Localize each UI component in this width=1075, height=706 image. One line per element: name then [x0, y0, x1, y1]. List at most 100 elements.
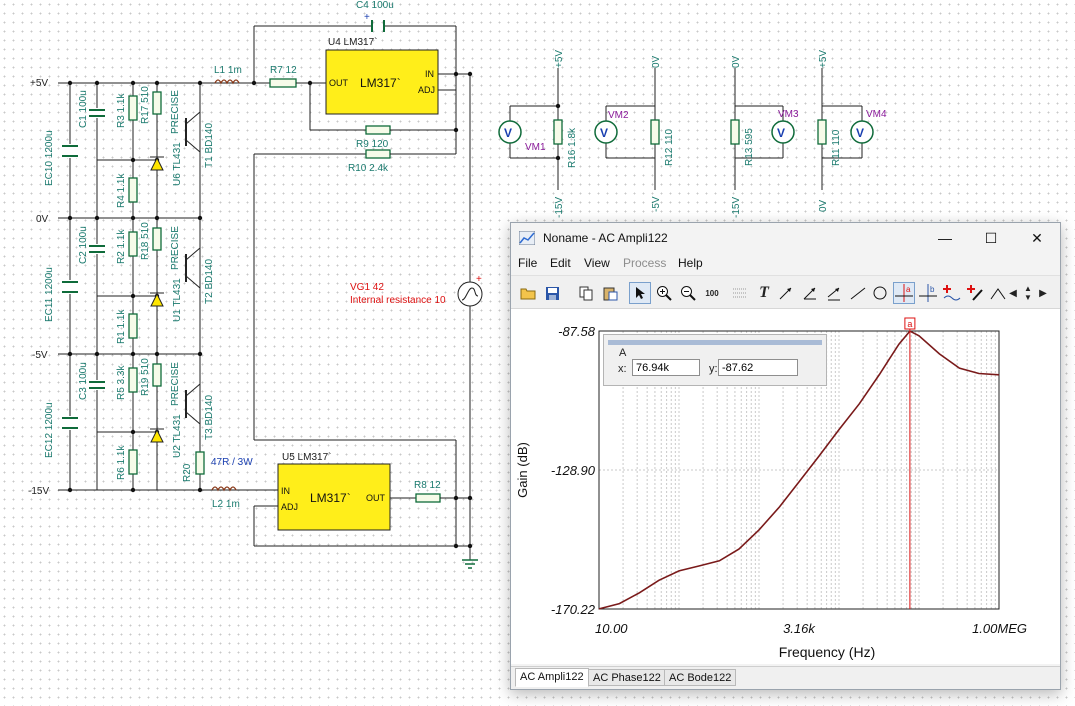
- cursor-a-marker-label: a: [907, 319, 912, 329]
- cursor-x-label: x:: [618, 363, 627, 375]
- voltmeter-vm4-section: [817, 68, 874, 190]
- tab-ac-ampli[interactable]: AC Ampli122: [515, 668, 589, 687]
- analysis-tabs: AC Ampli122 AC Phase122 AC Bode122: [511, 666, 1060, 689]
- save-button[interactable]: [541, 282, 563, 304]
- vm4-bottom-rail: 0V: [818, 199, 829, 212]
- cursor-readout-panel[interactable]: A x: 76.94k y: -87.62: [603, 334, 827, 386]
- scroll-vertical-button[interactable]: ▲▼: [1019, 282, 1037, 304]
- scroll-right-button[interactable]: ▶: [1037, 282, 1049, 304]
- label-t3: T3 BD140: [204, 395, 215, 440]
- pointer-tool-button[interactable]: [629, 282, 651, 304]
- x-tick-label: 3.16k: [783, 621, 816, 636]
- tab-ac-phase[interactable]: AC Phase122: [588, 669, 666, 686]
- menu-view[interactable]: View: [584, 256, 610, 270]
- menu-edit[interactable]: Edit: [550, 256, 571, 270]
- zoom-out-button[interactable]: [677, 282, 699, 304]
- label-vm3: VM3: [778, 109, 799, 120]
- label-l1: L1 1m: [214, 65, 242, 76]
- vm3-top-rail: 0V: [731, 55, 742, 68]
- label-r16: R16 1.8k: [567, 127, 578, 168]
- label-precise-2: PRECISE: [170, 226, 181, 270]
- zoom-100-button[interactable]: 100: [701, 282, 723, 304]
- arrow-tool-button[interactable]: [775, 282, 797, 304]
- label-r9: R9 120: [356, 139, 389, 150]
- vm2-bottom-rail: -5V: [651, 196, 662, 212]
- label-u6: U6 TL431: [172, 142, 183, 186]
- ac-analysis-window[interactable]: Noname - AC Ampli122 — ☐ ✕ File Edit Vie…: [510, 222, 1061, 690]
- x-tick-label: 1.00MEG: [972, 621, 1027, 636]
- u4-pin-out: OUT: [329, 78, 349, 88]
- cursor-b-button[interactable]: b: [917, 282, 939, 304]
- scroll-up-icon: ▲: [1024, 284, 1032, 293]
- probe-button[interactable]: [965, 282, 987, 304]
- capacitor-c3: C3 100u: [78, 362, 105, 400]
- title-bar[interactable]: Noname - AC Ampli122 — ☐ ✕: [511, 223, 1060, 253]
- close-button[interactable]: ✕: [1014, 223, 1060, 253]
- paste-button[interactable]: [599, 282, 621, 304]
- cursor-y-label: y:: [709, 363, 718, 375]
- save-icon: [545, 286, 559, 300]
- scroll-right-icon: ▶: [1039, 287, 1047, 299]
- label-r8: R8 12: [414, 480, 441, 491]
- circle-tool-button[interactable]: [869, 282, 891, 304]
- add-trace-button[interactable]: [941, 282, 963, 304]
- resistor-r1: R1 1.1k: [116, 309, 138, 344]
- menu-file[interactable]: File: [518, 256, 538, 270]
- cursor-a-button[interactable]: a: [893, 282, 915, 304]
- u5-pin-in: IN: [281, 486, 290, 496]
- copy-button[interactable]: [575, 282, 597, 304]
- svg-text:b: b: [930, 285, 935, 294]
- label-vg1: VG1 42: [350, 282, 384, 293]
- capacitor-ec11: EC11 1200u: [44, 267, 78, 322]
- zener-u6: U6 TL431: [150, 142, 183, 186]
- label-u2: U2 TL431: [172, 414, 183, 458]
- cursor-y-field[interactable]: -87.62: [718, 359, 798, 376]
- grid-button[interactable]: [729, 282, 751, 304]
- menu-help[interactable]: Help: [678, 256, 703, 270]
- resistor-r4: R4 1.1k: [116, 173, 138, 208]
- line-tool-button[interactable]: [847, 282, 869, 304]
- minimize-button[interactable]: —: [922, 223, 968, 253]
- text-tool-button[interactable]: T: [753, 282, 775, 304]
- arrow-tool-icon: [779, 287, 792, 300]
- label-r12: R12 110: [664, 128, 675, 166]
- series-layer: [598, 330, 1000, 610]
- scroll-left-icon: ◀: [1009, 287, 1017, 299]
- cursor-a-handle[interactable]: [904, 317, 916, 330]
- marker-button[interactable]: [987, 282, 1009, 304]
- transistor-t1: PRECISE T1 BD140: [170, 90, 215, 168]
- open-folder-button[interactable]: [517, 282, 539, 304]
- cursor-x-field[interactable]: 76.94k: [632, 359, 700, 376]
- maximize-icon: ☐: [984, 229, 998, 246]
- label-r17: R17 510: [140, 86, 151, 124]
- arrow-tool-3-button[interactable]: [823, 282, 845, 304]
- label-t2: T2 BD140: [204, 259, 215, 304]
- vm1-symbol: V: [504, 126, 512, 140]
- y-tick-label: -170.22: [551, 602, 596, 617]
- u4-pin-in: IN: [425, 69, 434, 79]
- label-l2: L2 1m: [212, 499, 240, 510]
- plot-frame: [598, 330, 1000, 610]
- label-u4: U4 LM317`: [328, 36, 377, 48]
- regulator-u4-section: [214, 20, 473, 560]
- arrow-tool-2-button[interactable]: [799, 282, 821, 304]
- voltmeter-vm3-section: [730, 68, 795, 190]
- probe-icon: [967, 285, 983, 301]
- arrow-tool-2-icon: [803, 287, 816, 300]
- cursor-layer[interactable]: a: [904, 317, 916, 609]
- resistor-r18: R18 510: [140, 222, 162, 260]
- scroll-left-button[interactable]: ◀: [1007, 282, 1019, 304]
- maximize-button[interactable]: ☐: [968, 223, 1014, 253]
- tab-ac-bode[interactable]: AC Bode122: [664, 669, 737, 686]
- copy-icon: [579, 286, 592, 300]
- cursor-panel-header[interactable]: [608, 340, 822, 345]
- zoom-in-button[interactable]: [653, 282, 675, 304]
- y-tick-label: -128.90: [551, 463, 596, 478]
- menu-process[interactable]: Process: [623, 256, 667, 270]
- y-axis-label: Gain (dB): [515, 442, 530, 498]
- label-r6: R6 1.1k: [116, 445, 127, 480]
- label-vg1-plus: +: [476, 274, 482, 285]
- scroll-down-icon: ▼: [1024, 293, 1032, 302]
